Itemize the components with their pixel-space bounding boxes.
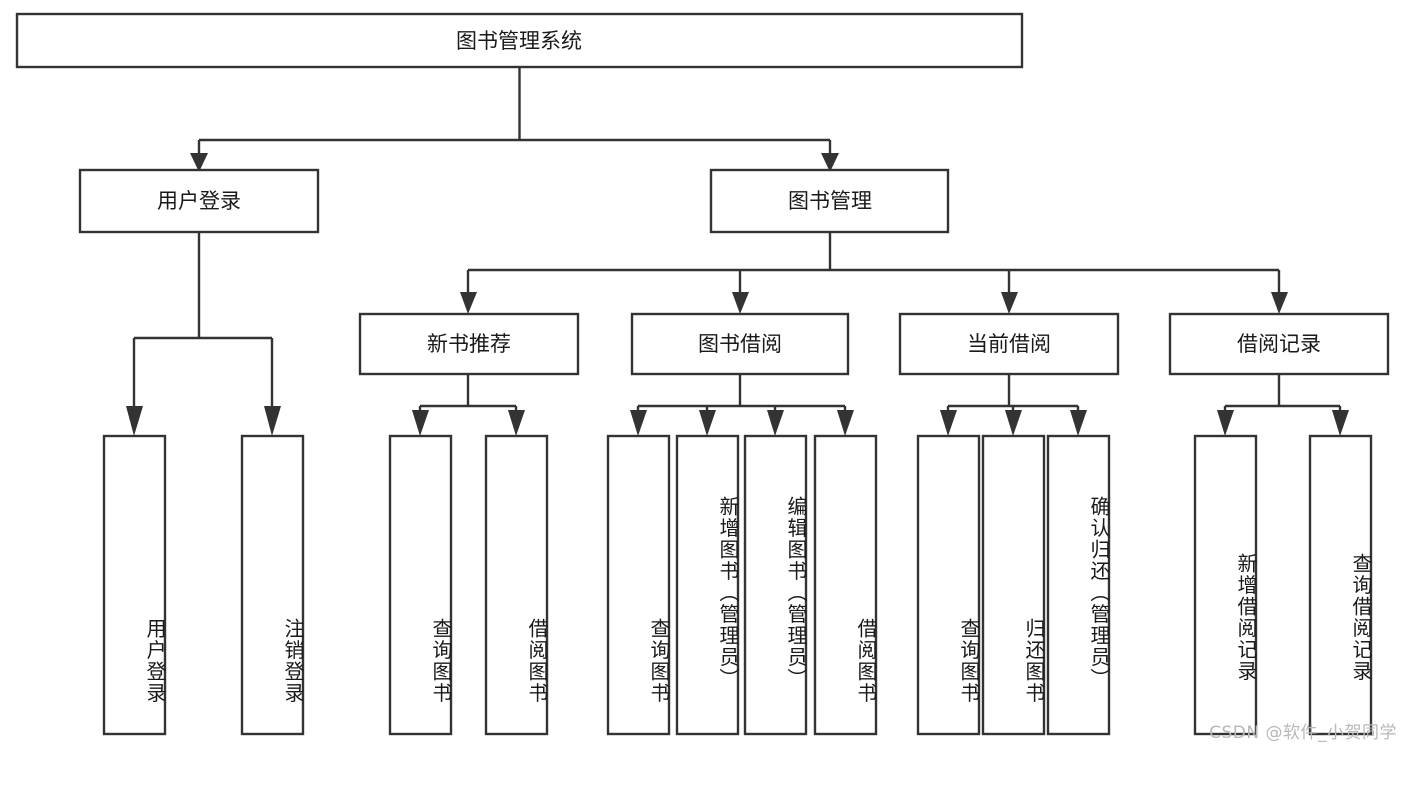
functional-structure-diagram: 图书管理系统 用户登录 图书管理 新书推荐 图书借阅 当前借阅 借阅记录	[15, 12, 1390, 736]
node-new-book[interactable]	[358, 312, 580, 376]
leaf-add-book[interactable]	[675, 434, 740, 736]
node-current-borrow-label: 当前借阅	[967, 332, 1051, 356]
node-root-label: 图书管理系统	[456, 29, 582, 53]
arrow-head-leaf-query-book-3	[940, 410, 957, 436]
leaf-user-login[interactable]	[102, 434, 167, 736]
arrow-head-leaf-borrow-book-2	[837, 410, 854, 436]
arrow-head-leaf-query-book-1	[412, 410, 429, 436]
arrow-head-leaf-query-book-2	[630, 410, 647, 436]
node-book-manage-label: 图书管理	[788, 189, 872, 213]
arrow-head-current-borrow	[1001, 292, 1018, 314]
node-book-manage[interactable]	[709, 168, 950, 234]
csdn-watermark: CSDN @软件_小贺同学	[1209, 723, 1397, 743]
arrow-head-leaf-add-book	[699, 410, 716, 436]
node-book-borrow[interactable]	[630, 312, 850, 376]
arrow-head-leaf-user-login	[126, 406, 143, 436]
diagram-canvas-root: 图书管理系统 用户登录 图书管理 新书推荐 图书借阅 当前借阅 借阅记录 用户登…	[15, 12, 1397, 743]
arrow-head-leaf-confirm-return	[1070, 410, 1087, 436]
arrow-head-user-login	[190, 153, 208, 172]
arrow-head-leaf-borrow-book-1	[508, 410, 525, 436]
arrow-head-leaf-query-record	[1332, 410, 1349, 436]
arrow-head-leaf-edit-book	[767, 410, 784, 436]
leaf-logout[interactable]	[240, 434, 305, 736]
leaf-query-book-borrow[interactable]	[606, 434, 671, 736]
leaf-edit-book[interactable]	[743, 434, 808, 736]
arrow-head-book-borrow	[732, 292, 749, 314]
leaf-borrow-book[interactable]	[813, 434, 878, 736]
node-borrow-record-label: 借阅记录	[1237, 332, 1321, 356]
node-current-borrow[interactable]	[898, 312, 1120, 376]
node-user-login[interactable]	[78, 168, 320, 234]
node-book-borrow-label: 图书借阅	[698, 332, 782, 356]
arrow-head-leaf-return-book	[1005, 410, 1022, 436]
arrow-head-leaf-add-record	[1217, 410, 1234, 436]
arrow-head-new-book	[460, 292, 477, 314]
leaf-return-book[interactable]	[981, 434, 1046, 736]
leaf-query-book-new[interactable]	[388, 434, 453, 736]
leaf-query-book-current[interactable]	[916, 434, 981, 736]
node-root[interactable]	[15, 12, 1024, 69]
node-new-book-label: 新书推荐	[427, 332, 511, 356]
arrow-head-leaf-logout	[264, 406, 281, 436]
arrow-head-book-manage	[821, 153, 839, 172]
leaf-query-record[interactable]	[1308, 434, 1373, 736]
leaf-borrow-book-new[interactable]	[484, 434, 549, 736]
node-borrow-record[interactable]	[1168, 312, 1390, 376]
arrow-head-borrow-record	[1271, 292, 1288, 314]
node-user-login-label: 用户登录	[157, 189, 241, 213]
leaf-confirm-return[interactable]	[1046, 434, 1111, 736]
leaf-add-record[interactable]	[1193, 434, 1258, 736]
